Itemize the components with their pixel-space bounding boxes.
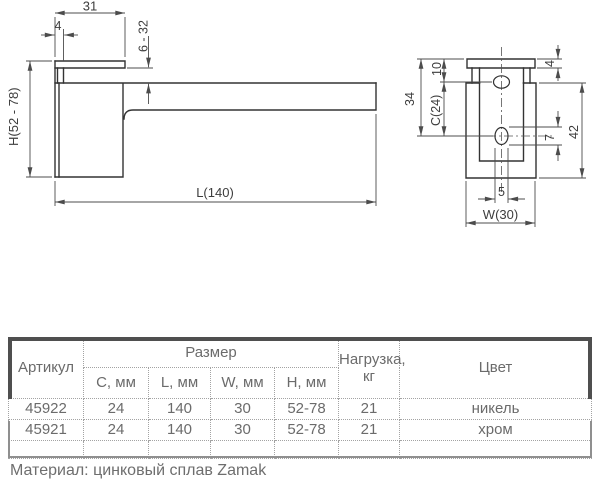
dim-hole-width: 5 [478,148,525,203]
col-header-color: Цвет [399,337,592,399]
col-header-load-line2: кг [362,368,376,385]
col-header-w: W, мм [210,367,275,399]
dim-top-to-hole-label: 10 [430,62,444,76]
cell-color: хром [399,419,592,441]
side-view-clamp-lines [56,67,65,178]
side-view: 31 4 6 - 32 H(52 - 78) [6,0,377,206]
col-header-l: L, мм [148,367,211,399]
cell-h: 52-78 [274,419,339,441]
col-header-load-line1: Нагрузка, [339,350,406,368]
table-frame-left-upper [8,337,12,399]
front-view-body [465,82,537,179]
dim-line [54,17,126,57]
dim-height: H(52 - 78) [6,60,52,178]
dim-hole-spacing: C(24) [429,82,447,136]
dim-line [509,126,562,146]
spec-table: Артикул Размер Нагрузка,кг Цвет C, мм L,… [8,337,592,459]
dim-height-label: H(52 - 78) [6,87,21,146]
dim-plate-thickness: 4 [537,45,562,81]
dim-line [494,148,509,203]
side-view-arm [123,82,377,120]
dim-body-height: 42 [539,82,586,179]
table-row: 45921 24 140 30 52-78 21 хром [8,419,592,441]
col-header-size: Размер [83,337,339,368]
table-frame-bottom [8,456,592,458]
dim-top-to-hole: 10 [430,59,492,83]
cell-load: 21 [338,419,400,441]
dim-line [417,58,493,137]
table-frame-right-upper [588,337,592,399]
cell-article: 45921 [8,419,84,441]
table-frame-top [8,337,592,341]
table-frame-left-lower [8,421,10,458]
side-view-body [54,82,377,178]
dim-clamp-offset: 4 [41,19,78,61]
cell-load: 21 [338,398,400,420]
cell-c: 24 [83,419,149,441]
cell-l: 140 [148,398,211,420]
dim-body-height-label: 42 [567,125,581,139]
dim-length-label: L(140) [196,185,234,200]
dim-plate-to-hole-label: 34 [403,92,417,106]
col-header-c: C, мм [83,367,149,399]
table-frame-right-lower [590,421,592,458]
col-header-h: H, мм [274,367,339,399]
cell-c: 24 [83,398,149,420]
dim-hole-spacing-label: C(24) [429,95,443,126]
dim-width-label: W(30) [483,207,518,222]
lower-screw-slot [494,126,509,146]
dim-length: L(140) [54,114,377,206]
side-view-plate [54,60,126,69]
dim-line [465,181,536,227]
cell-w: 30 [210,419,275,441]
material-note: Материал: цинковый сплав Zamak [10,462,267,479]
front-view-ears [471,67,531,84]
dim-glass-range: 6 - 32 [127,20,153,104]
table-empty-row [8,440,592,459]
dim-slot-height-label: 7 [543,134,557,141]
dim-top-width: 31 [54,0,126,57]
dim-plate-thickness-label: 4 [543,60,557,67]
dim-clamp-offset-label: 4 [55,19,62,33]
dim-hole-width-label: 5 [498,185,505,199]
technical-drawing: 31 4 6 - 32 H(52 - 78) [6,0,586,227]
dim-glass-range-label: 6 - 32 [137,20,151,52]
col-header-article: Артикул [8,337,84,399]
dim-slot-height: 7 [509,111,562,161]
cell-color: никель [399,398,592,420]
cell-w: 30 [210,398,275,420]
dim-top-width-label: 31 [83,0,97,14]
cell-l: 140 [148,419,211,441]
table-row: 45922 24 140 30 52-78 21 никель [8,398,592,420]
front-view: 34 10 C(24) 4 42 [403,45,586,227]
dim-plate-to-hole: 34 [403,58,493,137]
dim-line [539,82,586,179]
dim-line [537,58,562,69]
dim-width: W(30) [465,181,536,227]
col-header-load: Нагрузка,кг [338,337,406,399]
cell-article: 45922 [8,398,84,420]
upper-screw-hole [492,75,511,89]
front-view-plate [466,58,536,69]
cell-h: 52-78 [274,398,339,420]
